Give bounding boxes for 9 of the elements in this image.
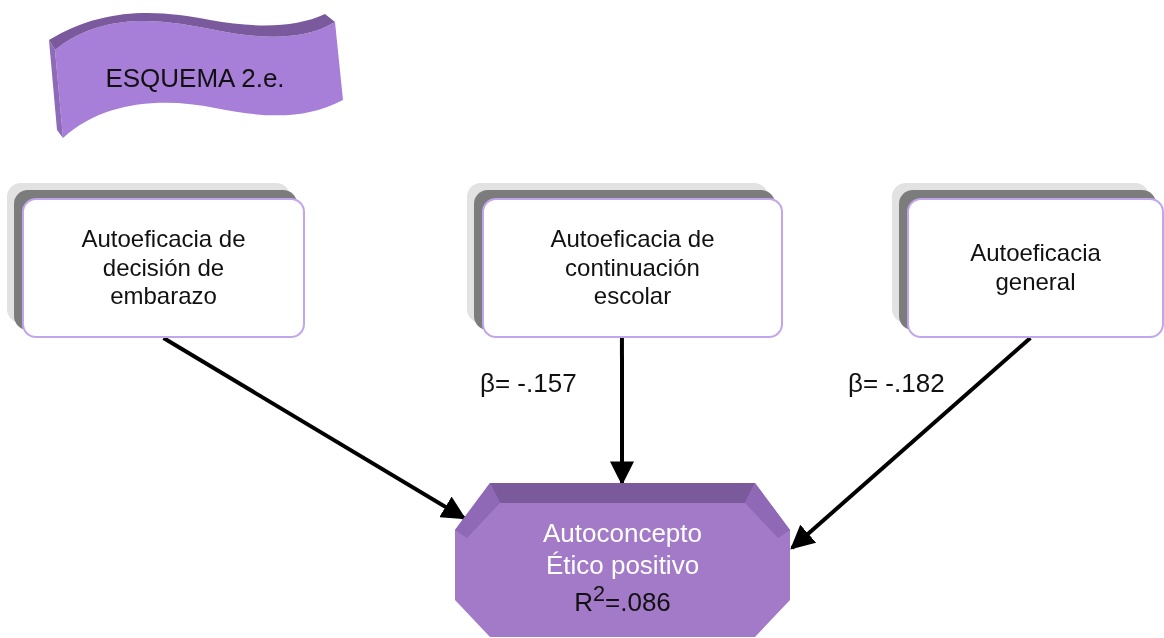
node-label: Autoeficacia de decisión de embarazo [80,224,247,312]
arrow [610,338,634,486]
node-label: Autoeficacia de continuación escolar [549,224,716,312]
node-label: Autoconcepto Ético positivo [542,518,703,581]
node-label: Autoeficacia general [969,239,1102,297]
arrow [790,336,1032,550]
arrow [162,336,467,520]
node-label: ESQUEMA 2.e. [104,63,286,95]
r-squared-value: R$^{2}$=.086 [573,580,672,618]
